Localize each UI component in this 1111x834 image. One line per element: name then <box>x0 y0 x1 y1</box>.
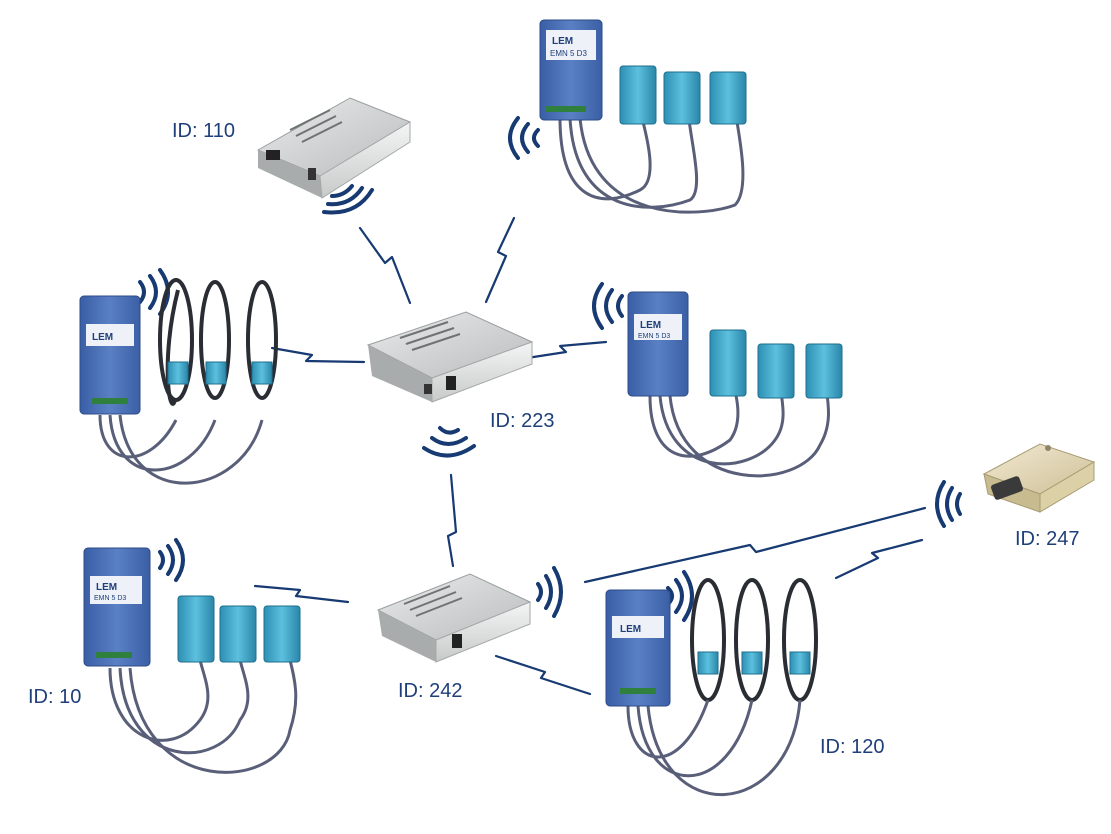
link-223-right <box>525 340 608 360</box>
svg-text:LEM: LEM <box>96 582 117 593</box>
svg-text:EMN 5 D3: EMN 5 D3 <box>638 333 670 340</box>
radio-waves-icon <box>322 184 374 215</box>
gateway-223 <box>366 311 534 403</box>
sensor-module-right: LEM EMN 5 D3 <box>627 291 843 478</box>
sensor-module-top: LEM EMN 5 D3 <box>539 19 747 214</box>
radio-waves-icon <box>422 426 476 458</box>
svg-text:LEM: LEM <box>640 320 661 331</box>
sensor-module-120: LEM <box>605 578 818 796</box>
svg-text:LEM: LEM <box>92 332 113 343</box>
lem-logo: LEM <box>552 36 573 47</box>
radio-waves-icon <box>935 480 962 528</box>
label-id-247: ID: 247 <box>1015 528 1080 550</box>
radio-waves-icon <box>592 282 624 330</box>
gateway-242 <box>376 573 532 663</box>
label-id-110: ID: 110 <box>172 120 235 142</box>
link-110-223 <box>358 226 412 305</box>
link-242-120 <box>494 654 592 696</box>
link-120-247 <box>834 538 924 580</box>
link-top-223 <box>484 216 516 304</box>
label-id-10: ID: 10 <box>28 686 82 708</box>
sensor-module-10: LEM EMN 5 D3 <box>83 547 301 774</box>
link-223-242 <box>446 473 458 568</box>
model-label: EMN 5 D3 <box>550 49 587 58</box>
link-10-242 <box>253 584 350 604</box>
label-id-242: ID: 242 <box>398 680 463 702</box>
gateway-110 <box>256 97 412 199</box>
svg-text:EMN 5 D3: EMN 5 D3 <box>94 595 126 602</box>
radio-waves-icon <box>508 116 540 160</box>
radio-waves-icon <box>536 566 563 618</box>
radio-waves-icon <box>666 570 694 622</box>
link-242-247 <box>583 506 927 584</box>
radio-waves-icon <box>158 538 185 582</box>
link-left-223 <box>270 346 366 364</box>
svg-text:LEM: LEM <box>620 624 641 635</box>
label-id-120: ID: 120 <box>820 736 885 758</box>
sensor-module-left: LEM <box>79 278 278 485</box>
label-id-223: ID: 223 <box>490 410 555 432</box>
serial-adapter-247 <box>982 443 1096 513</box>
